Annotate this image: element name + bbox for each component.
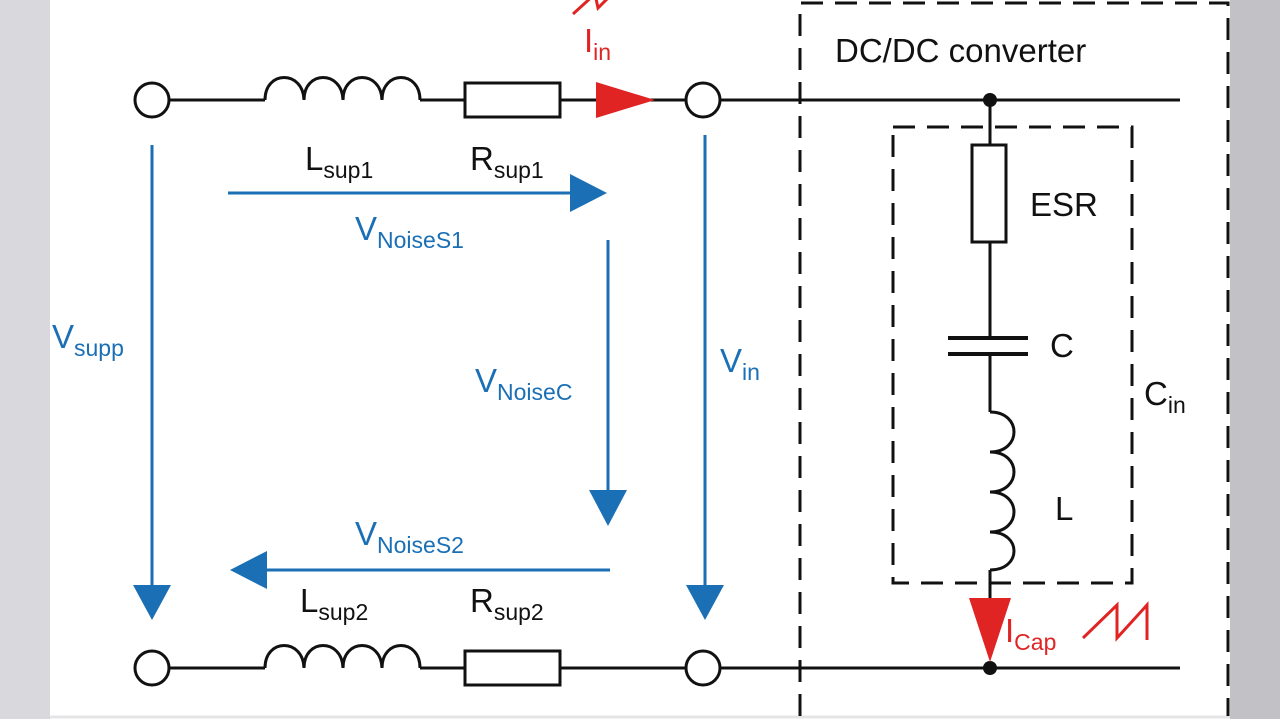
vnoisec-label: VNoiseC (475, 362, 572, 405)
resistor-esr (970, 143, 1008, 244)
lsup1-label: Lsup1 (305, 140, 373, 183)
inductor-lsup1 (263, 76, 422, 101)
vin-label: Vin (720, 342, 760, 385)
vnoises2-label: VNoiseS2 (355, 515, 464, 558)
current-arrow-icap (969, 598, 1011, 662)
node-dot (983, 661, 997, 675)
terminal (133, 649, 171, 687)
cin-box (891, 125, 1134, 585)
converter-label: DC/DC converter (835, 32, 1086, 69)
sawtooth-icon (571, 0, 609, 16)
arrowhead (589, 490, 627, 526)
vnoises1-label: VNoiseS1 (355, 210, 464, 253)
esr-label: ESR (1030, 186, 1098, 223)
l-label: L (1055, 490, 1073, 527)
current-arrow-iin (596, 82, 655, 118)
arrowhead (570, 174, 607, 212)
iin-label: Iin (584, 22, 611, 65)
rsup2-label: Rsup2 (470, 582, 544, 625)
arrowhead (686, 585, 724, 620)
rsup1-label: Rsup1 (470, 140, 544, 183)
sawtooth-icon (1081, 601, 1149, 642)
left-margin (0, 0, 50, 719)
node-dot (983, 93, 997, 107)
inductor-l (989, 410, 1016, 572)
terminal (684, 81, 722, 119)
arrowhead (230, 551, 267, 589)
resistor-rsup1 (463, 81, 562, 119)
resistor-rsup2 (463, 649, 562, 687)
converter-box (798, 1, 1230, 716)
terminal (133, 81, 171, 119)
icap-label: ICap (1005, 612, 1056, 655)
arrowhead (133, 585, 171, 620)
inductor-lsup2 (263, 644, 422, 669)
cin-label: Cin (1144, 375, 1186, 418)
vsupp-label: Vsupp (52, 318, 124, 361)
c-label: C (1050, 327, 1074, 364)
lsup2-label: Lsup2 (300, 582, 368, 625)
terminal (684, 649, 722, 687)
right-margin (1230, 0, 1280, 719)
